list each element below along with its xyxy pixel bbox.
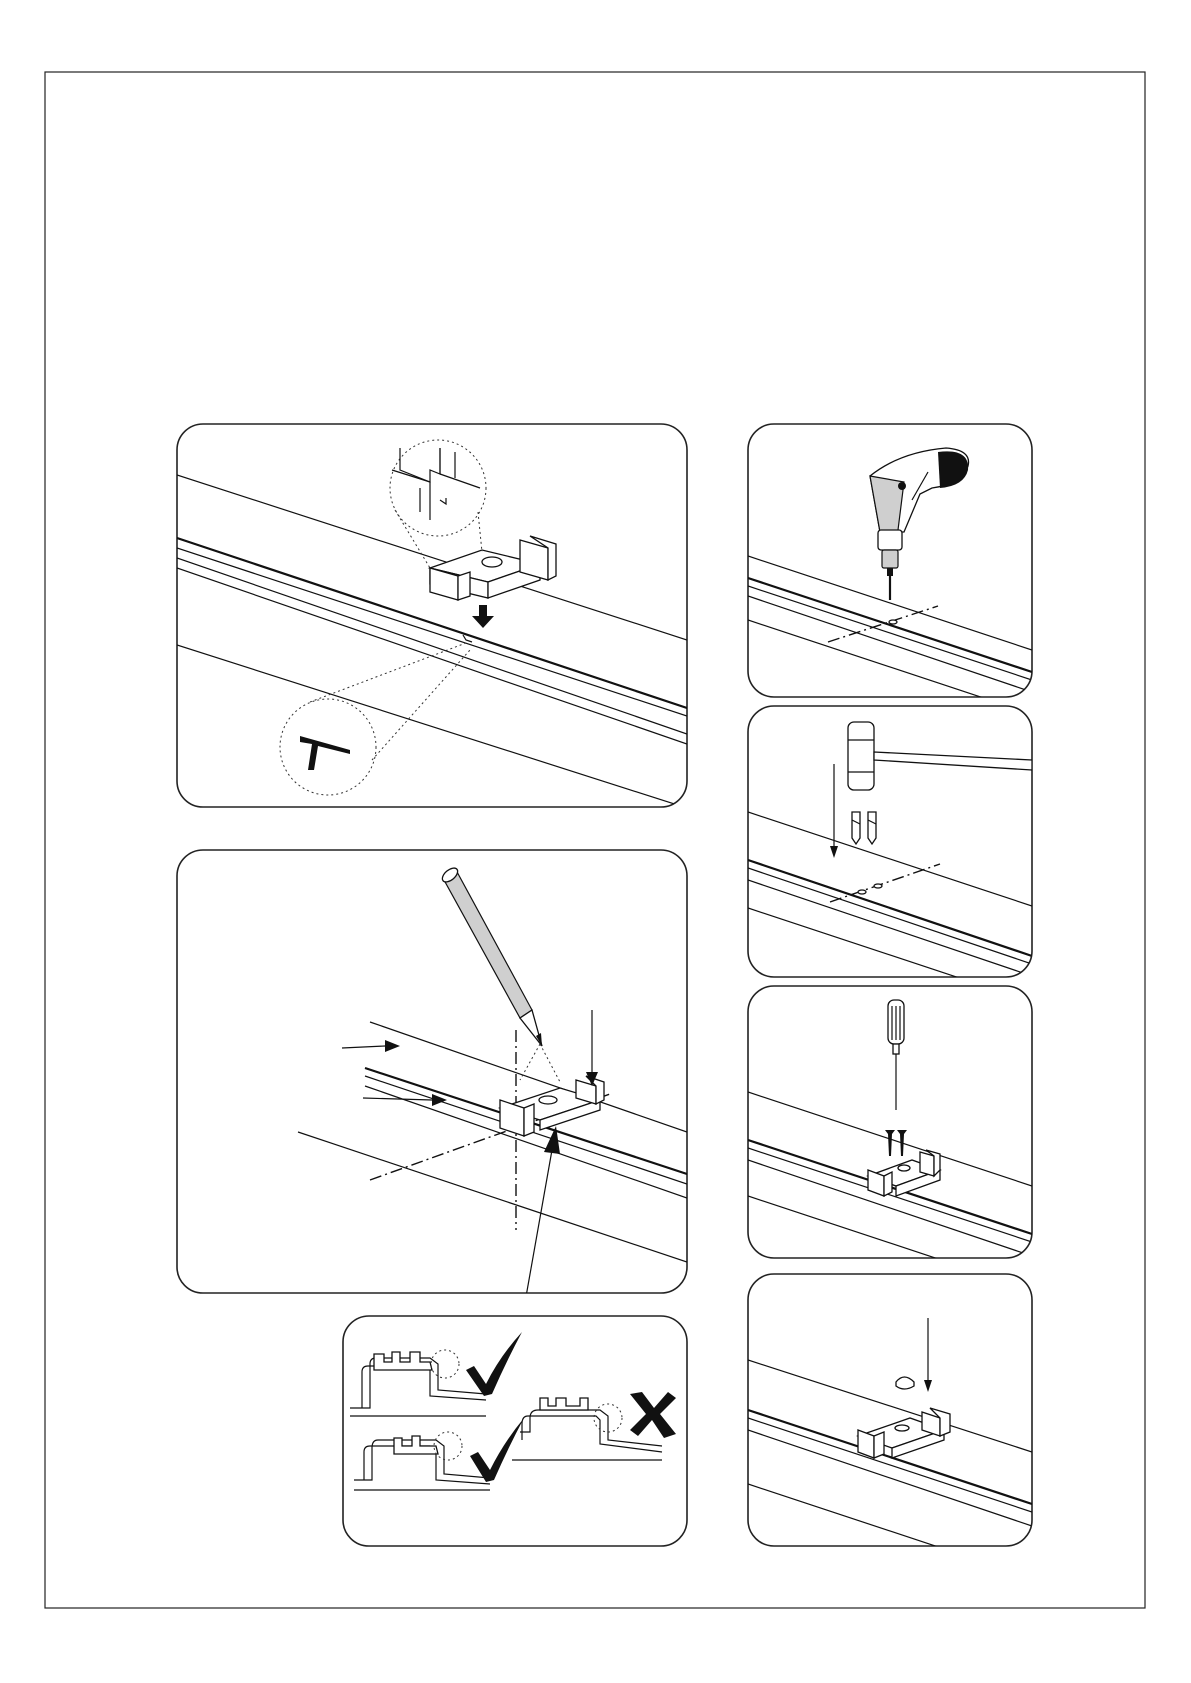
panel-mark-drill-points — [177, 850, 687, 1308]
panel-clip-into-rail — [177, 424, 687, 808]
panel-clip-position-check — [343, 1316, 687, 1546]
panel-fit-cover-cap — [748, 1274, 1032, 1578]
panel-drill-holes — [748, 424, 1032, 714]
panel-insert-wall-plugs — [748, 706, 1032, 1002]
panel-screw-clip — [748, 986, 1032, 1290]
